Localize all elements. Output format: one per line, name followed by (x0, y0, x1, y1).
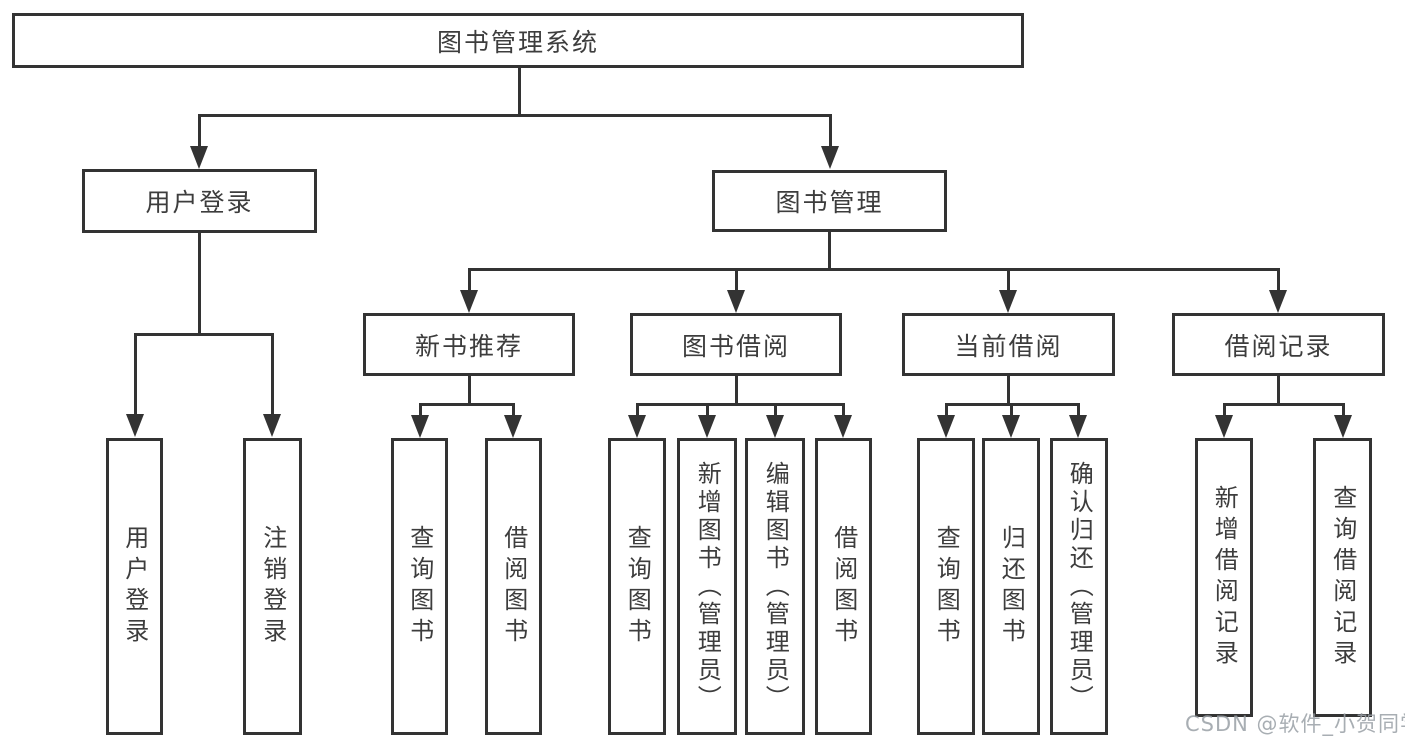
leaf-query-books: 查询图书 (391, 438, 448, 735)
arrowhead-icon (504, 415, 522, 438)
connector-arrow-line (774, 403, 777, 416)
arrowhead-icon (1069, 415, 1087, 438)
node-label: 当前借阅 (954, 331, 1063, 361)
connector-level3-hline (468, 268, 1279, 271)
leaf-label: 新增借阅记录 (1210, 484, 1239, 671)
leaf-label: 归还图书 (997, 524, 1026, 649)
leaf-label: 查询图书 (932, 524, 961, 649)
connector-borrow-record-hline (1223, 403, 1345, 406)
connector-arrow-line (419, 403, 422, 416)
csdn-watermark: CSDN @软件_小贺同学 (1185, 712, 1405, 736)
arrowhead-icon (1269, 290, 1287, 313)
arrowhead-icon (190, 146, 208, 169)
connector-user-login-stem (198, 231, 201, 335)
arrowhead-icon (411, 415, 429, 438)
leaf-borrow-books: 借阅图书 (815, 438, 872, 735)
arrowhead-icon (460, 290, 478, 313)
connector-book-borrow-stem (735, 374, 738, 406)
leaf-label: 编辑图书（管理员） (761, 460, 790, 713)
arrowhead-icon (999, 290, 1017, 313)
arrowhead-icon (1002, 415, 1020, 438)
arrowhead-icon (1334, 415, 1352, 438)
leaf-user-login: 用户登录 (106, 438, 163, 735)
connector-level2-hline (198, 114, 832, 117)
leaf-query-borrow-record: 查询借阅记录 (1313, 438, 1372, 717)
node-book-mgmt-branch: 图书管理 (712, 170, 947, 232)
connector-arrow-line (468, 268, 471, 292)
node-label: 新书推荐 (414, 331, 523, 361)
node-borrow-record: 借阅记录 (1172, 313, 1385, 376)
connector-book-mgmt-stem (828, 230, 831, 271)
connector-arrow-line (1010, 403, 1013, 416)
connector-root-stem (518, 66, 521, 117)
leaf-add-books-admin: 新增图书（管理员） (677, 438, 737, 735)
arrowhead-icon (698, 415, 716, 438)
leaf-edit-books-admin: 编辑图书（管理员） (745, 438, 805, 735)
node-user-login-branch: 用户登录 (82, 169, 317, 233)
connector-arrow-line (134, 333, 137, 416)
root-node-label: 图书管理系统 (436, 27, 599, 57)
connector-arrow-line (512, 403, 515, 416)
connector-arrow-line (1342, 403, 1345, 416)
node-label: 借阅记录 (1224, 331, 1333, 361)
node-new-book-rec: 新书推荐 (363, 313, 575, 376)
node-label: 用户登录 (145, 188, 254, 217)
node-current-borrow: 当前借阅 (902, 313, 1115, 376)
leaf-label: 用户登录 (120, 524, 149, 649)
connector-arrow-line (1007, 268, 1010, 292)
arrowhead-icon (628, 415, 646, 438)
leaf-add-borrow-record: 新增借阅记录 (1195, 438, 1253, 717)
arrowhead-icon (821, 146, 839, 169)
connector-arrow-line (198, 114, 201, 148)
leaf-label: 确认归还（管理员） (1065, 460, 1094, 713)
connector-arrow-line (829, 114, 832, 148)
leaf-label: 新增图书（管理员） (693, 460, 722, 713)
arrowhead-icon (834, 415, 852, 438)
leaf-label: 借阅图书 (499, 524, 528, 649)
arrowhead-icon (766, 415, 784, 438)
connector-borrow-record-stem (1277, 374, 1280, 406)
leaf-label: 借阅图书 (829, 524, 858, 649)
connector-arrow-line (842, 403, 845, 416)
leaf-label: 查询图书 (405, 524, 434, 649)
connector-arrow-line (1077, 403, 1080, 416)
leaf-label: 注销登录 (258, 524, 287, 649)
connector-new-book-hline (419, 403, 515, 406)
leaf-label: 查询图书 (623, 524, 652, 649)
connector-arrow-line (636, 403, 639, 416)
connector-user-login-hline (134, 333, 273, 336)
arrowhead-icon (263, 414, 281, 437)
connector-current-borrow-stem (1007, 374, 1010, 406)
leaf-confirm-return-admin: 确认归还（管理员） (1050, 438, 1108, 735)
connector-book-borrow-hline (636, 403, 845, 406)
connector-arrow-line (1277, 268, 1280, 292)
connector-arrow-line (271, 333, 274, 416)
leaf-query-books: 查询图书 (608, 438, 666, 735)
node-label: 图书借阅 (681, 331, 790, 361)
arrowhead-icon (727, 290, 745, 313)
leaf-logout: 注销登录 (243, 438, 302, 735)
connector-arrow-line (945, 403, 948, 416)
node-book-borrow: 图书借阅 (630, 313, 842, 376)
arrowhead-icon (126, 414, 144, 437)
arrowhead-icon (937, 415, 955, 438)
connector-new-book-stem (468, 374, 471, 406)
arrowhead-icon (1215, 415, 1233, 438)
leaf-borrow-books: 借阅图书 (485, 438, 542, 735)
connector-arrow-line (1223, 403, 1226, 416)
connector-arrow-line (735, 268, 738, 292)
leaf-query-books: 查询图书 (917, 438, 975, 735)
connector-arrow-line (706, 403, 709, 416)
leaf-return-books: 归还图书 (982, 438, 1040, 735)
node-label: 图书管理 (775, 188, 884, 217)
root-node: 图书管理系统 (12, 13, 1024, 68)
leaf-label: 查询借阅记录 (1328, 484, 1357, 671)
